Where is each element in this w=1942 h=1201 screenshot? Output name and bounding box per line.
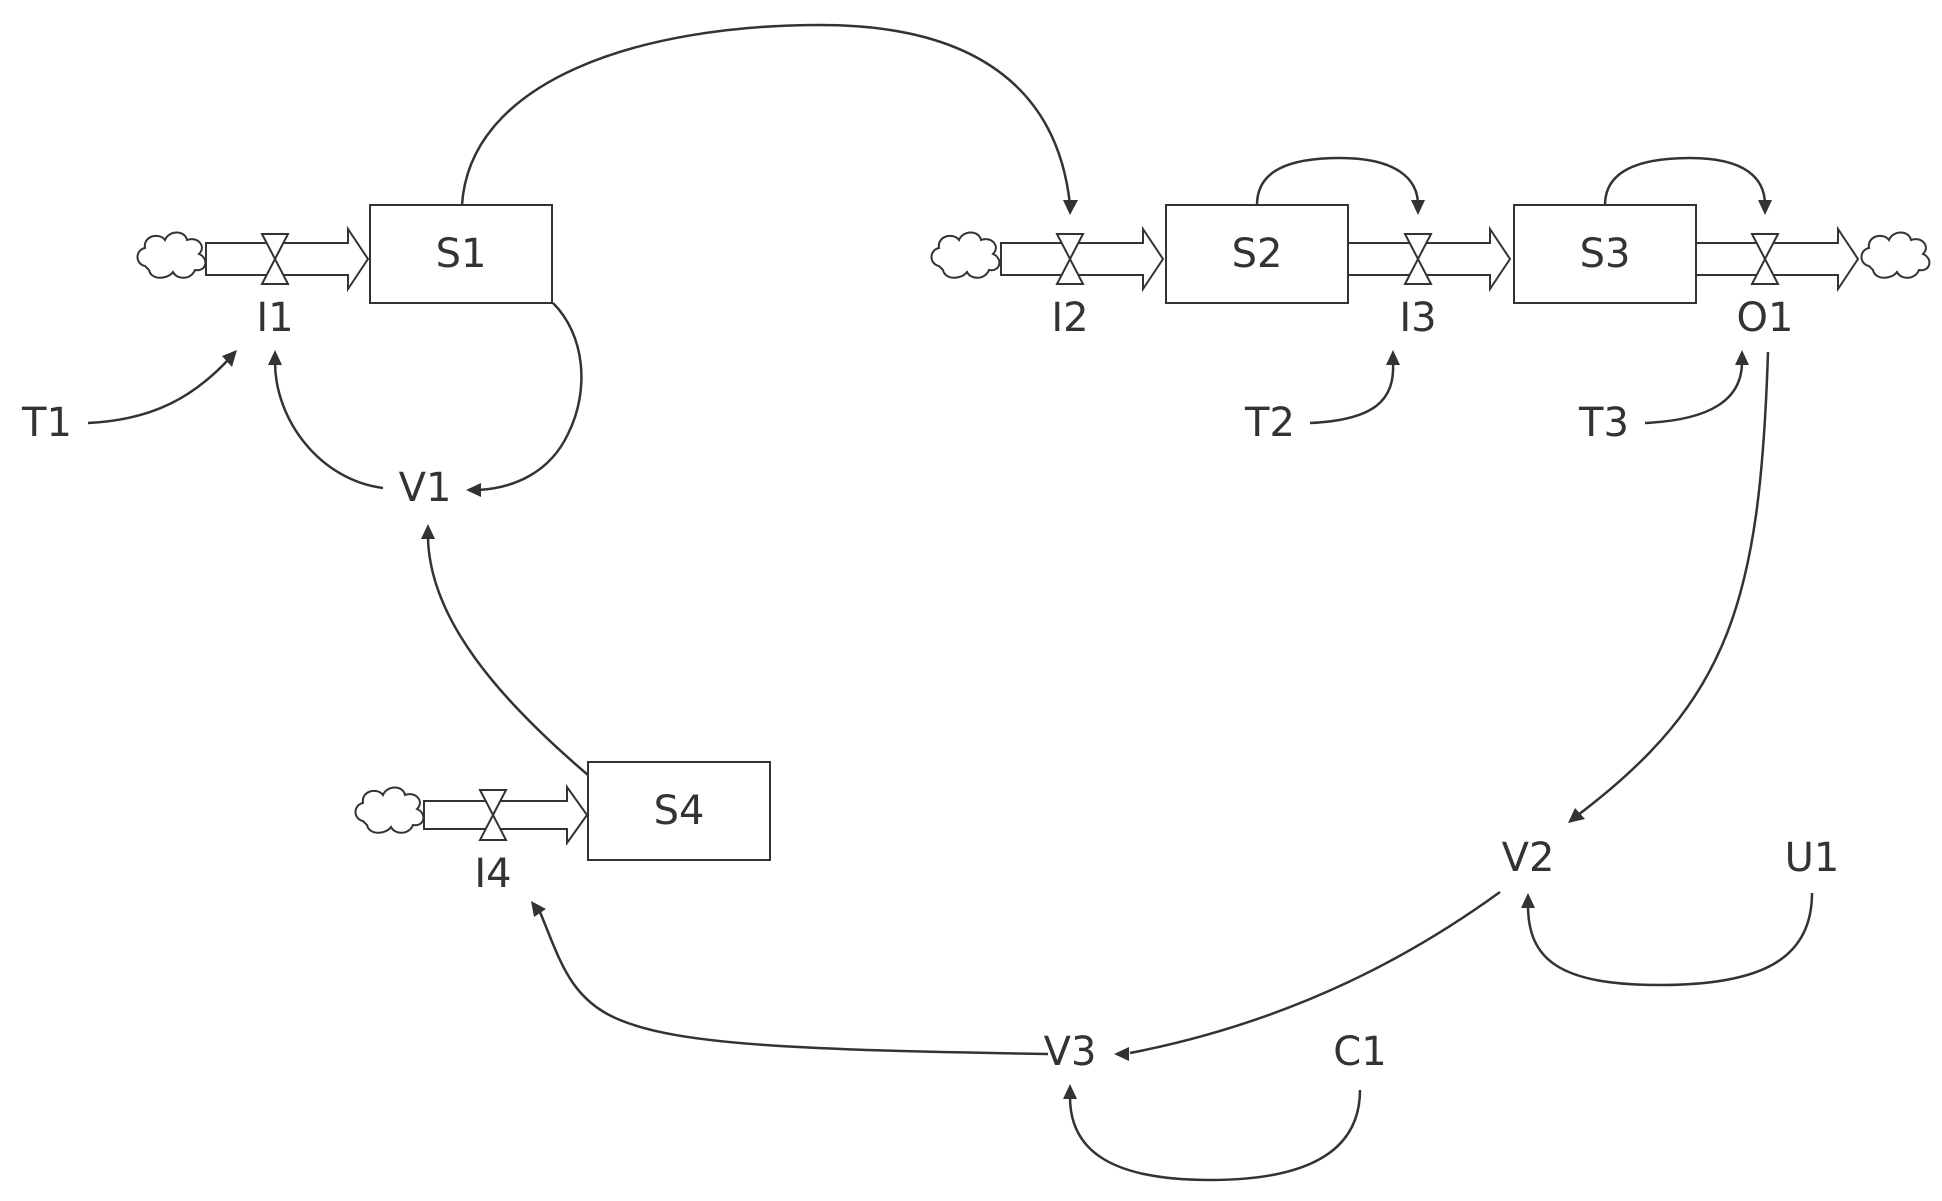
variable-t3[interactable]: T3 <box>1578 400 1629 446</box>
links <box>87 23 1814 1182</box>
stock-label: S1 <box>436 231 487 277</box>
cloud-icon <box>354 786 425 834</box>
arrowhead-icon <box>268 350 282 365</box>
link-v2-v3 <box>1129 890 1501 1055</box>
arrowhead-icon <box>1758 200 1772 215</box>
variable-u1[interactable]: U1 <box>1785 835 1840 881</box>
cloud-icon <box>136 231 207 279</box>
link-t3-o1 <box>1644 361 1744 425</box>
link-t1-i1 <box>87 359 229 425</box>
pipe-o1 <box>1694 225 1860 293</box>
link-c1-v3 <box>1068 1089 1362 1182</box>
flow-label-i2: I2 <box>1051 295 1088 341</box>
cloud-icon <box>1860 231 1931 279</box>
stock-s4[interactable]: S4 <box>587 761 771 861</box>
arrowhead-icon <box>222 350 237 367</box>
arrowhead-icon <box>1114 1047 1129 1061</box>
pipe-i2 <box>1000 225 1165 293</box>
variable-c1[interactable]: C1 <box>1333 1029 1386 1075</box>
arrowhead-icon <box>531 901 546 917</box>
arrowhead-icon <box>1386 350 1400 365</box>
link-s2-i3 <box>1255 156 1420 206</box>
stock-s3[interactable]: S3 <box>1513 204 1697 304</box>
arrowhead-icon <box>1735 350 1749 365</box>
pipe-i1 <box>205 225 370 293</box>
link-s1-v1 <box>477 302 583 492</box>
valves <box>261 233 1779 841</box>
flow-label-i4: I4 <box>474 851 511 897</box>
link-v3-i4 <box>538 911 1049 1056</box>
variable-v2[interactable]: V2 <box>1502 835 1555 881</box>
arrowhead-icon <box>1411 200 1425 215</box>
link-s1-i2 <box>460 23 1072 206</box>
cloud-icon <box>930 231 1001 279</box>
flow-pipes <box>205 225 1860 847</box>
flow-label-i1: I1 <box>256 295 293 341</box>
link-t2-i3 <box>1309 361 1395 425</box>
variable-v1[interactable]: V1 <box>399 465 452 511</box>
pipe-i3 <box>1347 225 1512 293</box>
stock-label: S3 <box>1580 231 1631 277</box>
flow-label-i3: I3 <box>1399 295 1436 341</box>
variable-t2[interactable]: T2 <box>1244 400 1295 446</box>
clouds <box>136 231 1931 834</box>
stock-s2[interactable]: S2 <box>1165 204 1349 304</box>
arrowhead-icon <box>421 524 435 539</box>
stock-s1[interactable]: S1 <box>369 204 553 304</box>
link-o1-v2 <box>1577 351 1770 816</box>
link-v1-i1 <box>273 361 384 490</box>
link-s4-v1 <box>426 537 589 776</box>
link-s3-o1 <box>1603 156 1767 206</box>
arrowhead-icon <box>1063 200 1078 215</box>
arrowhead-icon <box>1063 1084 1077 1099</box>
arrowhead-icon <box>1568 808 1585 823</box>
variable-v3[interactable]: V3 <box>1044 1029 1097 1075</box>
arrowhead-icon <box>466 483 481 497</box>
variable-t1[interactable]: T1 <box>21 400 72 446</box>
pipe-i4 <box>423 783 589 847</box>
arrowhead-icon <box>1521 893 1535 908</box>
flow-label-o1: O1 <box>1737 295 1794 341</box>
link-u1-v2 <box>1526 892 1814 987</box>
stock-label: S4 <box>654 788 705 834</box>
stock-label: S2 <box>1232 231 1283 277</box>
